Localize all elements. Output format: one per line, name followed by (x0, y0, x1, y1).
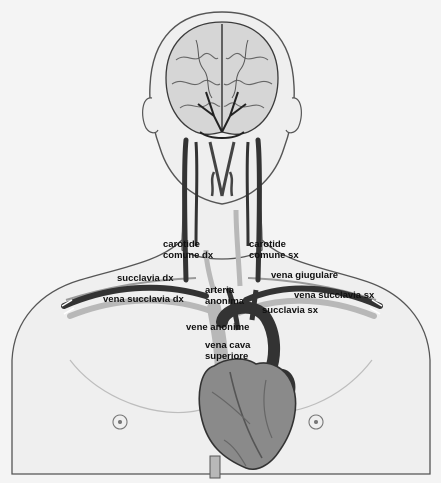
label-arteria-anonima: arteria anonima (205, 285, 251, 307)
label-succlavia-dx: succlavia dx (117, 273, 174, 284)
brain (166, 22, 278, 138)
label-vena-giugulare: vena giugulare (271, 270, 338, 281)
label-vene-anonime: vene anonime (186, 322, 249, 333)
label-succlavia-sx: succlavia sx (262, 305, 318, 316)
label-vena-succlavia-dx: vena succlavia dx (103, 294, 184, 305)
label-carotide-comune-dx: carotide comune dx (163, 239, 223, 261)
label-vena-succlavia-sx: vena succlavia sx (294, 290, 374, 301)
label-vena-cava-superiore: vena cava superiore (205, 340, 255, 362)
label-carotide-comune-sx: carotide comune sx (249, 239, 313, 261)
